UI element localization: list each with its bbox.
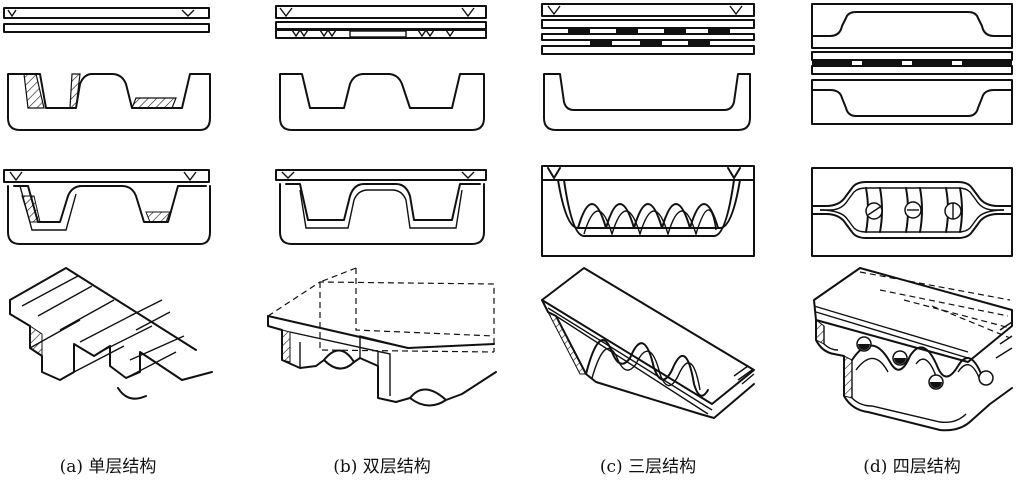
panel-d-quadruple-layer — [811, 3, 1013, 432]
panel-b-double-layer — [267, 5, 497, 407]
panel-a-single-layer — [3, 7, 213, 400]
caption-d: (d) 四层结构 — [863, 457, 961, 477]
caption-b: (b) 双层结构 — [333, 457, 431, 477]
caption-c: (c) 三层结构 — [599, 457, 697, 477]
panel-c-triple-layer — [541, 3, 755, 419]
caption-a: (a) 单层结构 — [59, 457, 157, 477]
